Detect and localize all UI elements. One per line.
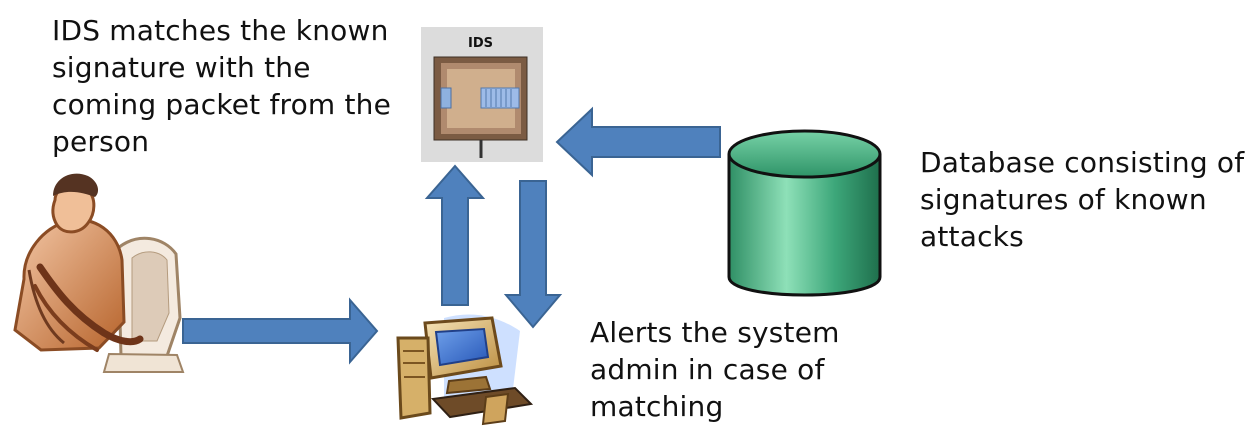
ids-caption: IDS matches the known signature with the… bbox=[52, 12, 412, 160]
ids-caption-line-3: coming packet from the bbox=[52, 88, 392, 121]
ids-device-icon: IDS bbox=[421, 27, 543, 162]
ids-caption-line-2: signature with the bbox=[52, 51, 311, 84]
person-to-computer-arrow bbox=[182, 297, 379, 365]
ids-caption-line-1: IDS matches the known bbox=[52, 14, 389, 47]
database-caption-line-1: Database consisting of bbox=[920, 146, 1245, 179]
database-cylinder-icon bbox=[727, 129, 882, 297]
database-caption-line-2: signatures of known bbox=[920, 183, 1207, 216]
ids-label: IDS bbox=[468, 36, 493, 51]
admin-computer-icon bbox=[396, 314, 534, 426]
computer-to-ids-arrow bbox=[424, 164, 486, 306]
database-caption: Database consisting of signatures of kno… bbox=[920, 144, 1245, 255]
ids-to-computer-arrow bbox=[503, 180, 563, 329]
alert-caption-line-1: Alerts the system bbox=[590, 316, 840, 349]
alert-caption-line-2: admin in case of bbox=[590, 353, 825, 386]
database-caption-line-3: attacks bbox=[920, 220, 1024, 253]
alert-caption-line-3: matching bbox=[590, 390, 724, 423]
database-to-ids-arrow bbox=[555, 106, 721, 178]
alert-caption: Alerts the system admin in case of match… bbox=[590, 314, 880, 425]
ids-caption-line-4: person bbox=[52, 125, 150, 158]
person-at-computer-icon bbox=[13, 173, 185, 373]
